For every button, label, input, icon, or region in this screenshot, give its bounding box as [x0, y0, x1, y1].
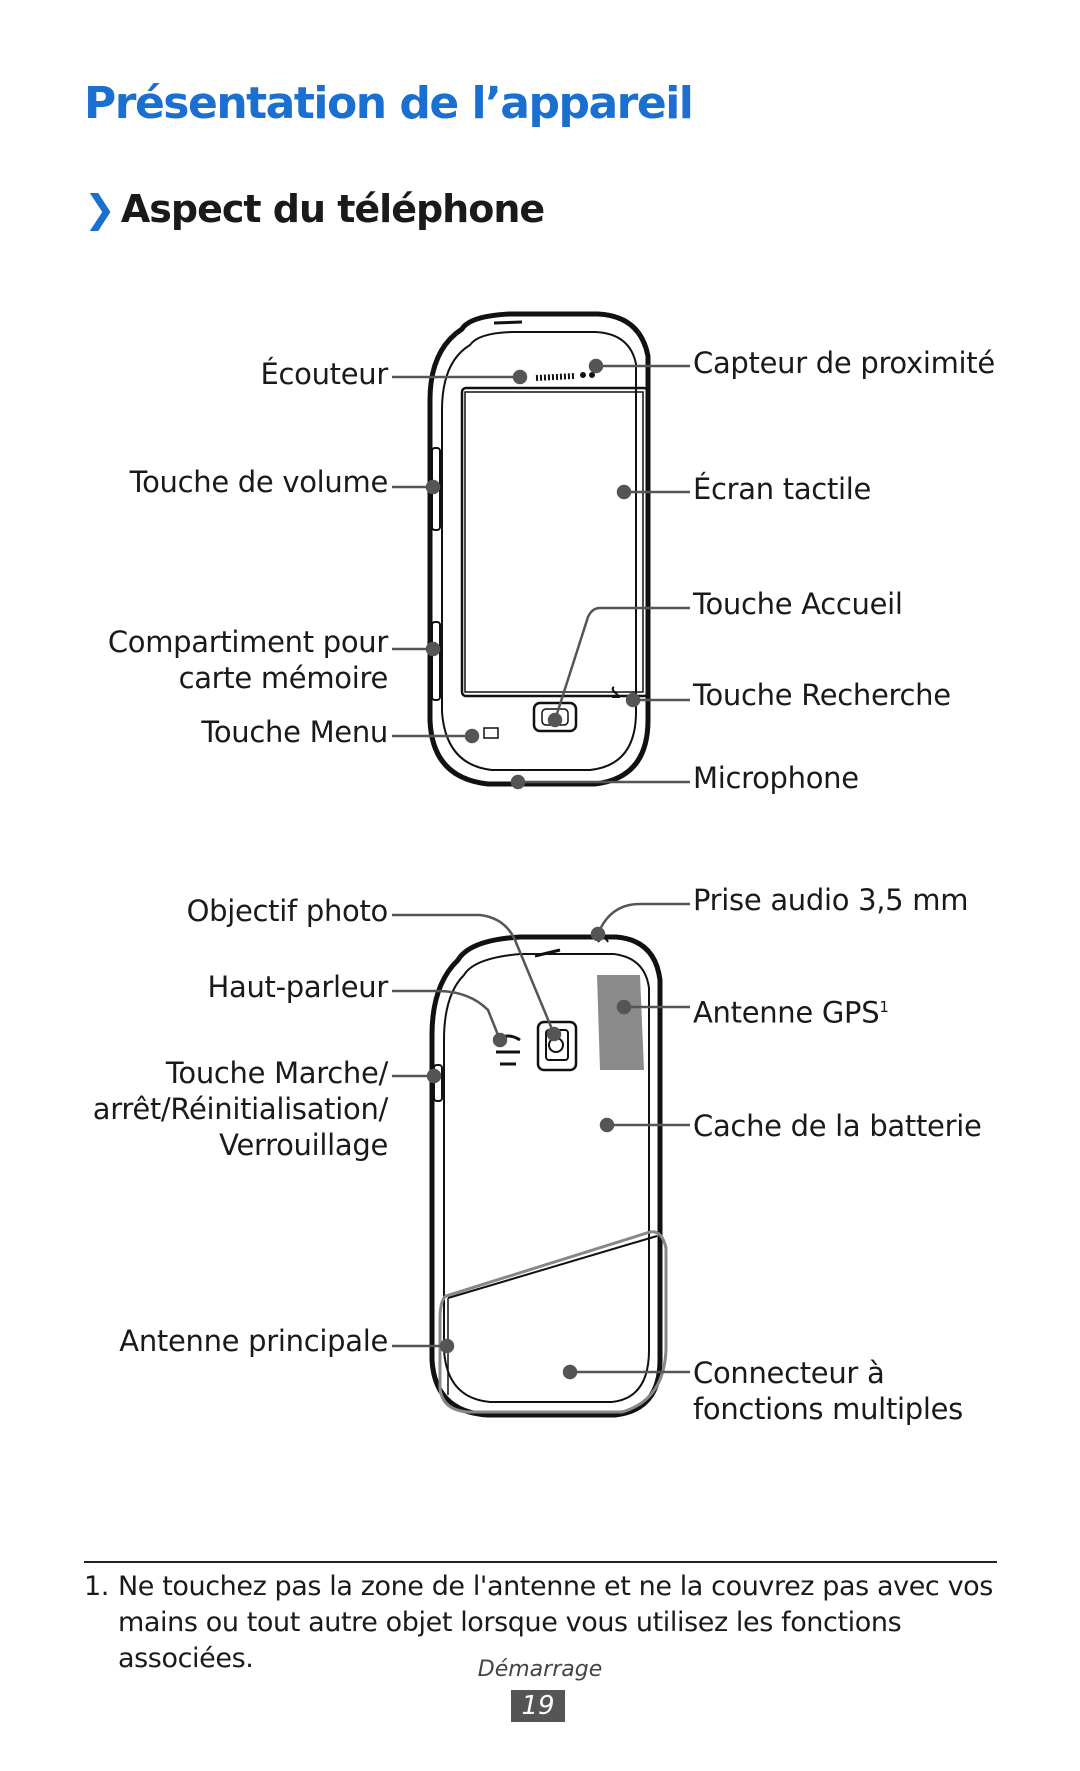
label-menu-key: Touche Menu	[201, 715, 388, 749]
label-earpiece: Écouteur	[260, 357, 388, 391]
label-power-line3: Verrouillage	[219, 1128, 388, 1162]
page-number: 19	[511, 1690, 565, 1722]
label-main-antenna: Antenne principale	[119, 1324, 388, 1358]
label-touch-screen: Écran tactile	[693, 472, 872, 506]
label-search-key: Touche Recherche	[693, 678, 951, 712]
label-gps-antenna: Antenne GPS1	[693, 989, 889, 1031]
label-power-line1: Touche Marche/	[165, 1056, 388, 1090]
page-title: Présentation de l’appareil	[84, 78, 694, 129]
chevron-right-icon: ❯	[84, 187, 116, 231]
footer-section-name: Démarrage	[477, 1657, 603, 1682]
footnote-ref: 1	[879, 998, 889, 1016]
label-memory-card-line1: Compartiment pour	[107, 625, 388, 659]
label-home-key: Touche Accueil	[693, 587, 903, 621]
main-antenna-area	[438, 1230, 668, 1414]
back-leader-lines	[392, 902, 690, 1380]
section-heading-text: Aspect du téléphone	[120, 187, 545, 231]
section-heading: ❯Aspect du téléphone	[84, 187, 545, 231]
footnote-divider	[84, 1561, 997, 1563]
label-power-line2: arrêt/Réinitialisation/	[92, 1092, 389, 1126]
label-memory-card-line2: carte mémoire	[178, 661, 389, 695]
label-microphone: Microphone	[693, 761, 859, 795]
label-camera-lens: Objectif photo	[186, 894, 389, 928]
gps-antenna-area	[597, 975, 644, 1070]
label-connector-line2: fonctions multiples	[693, 1392, 963, 1426]
label-audio-jack: Prise audio 3,5 mm	[693, 883, 969, 917]
phone-front-illustration	[427, 311, 651, 787]
label-speaker: Haut-parleur	[207, 970, 389, 1004]
label-connector-line1: Connecteur à	[693, 1356, 885, 1390]
label-gps-antenna-text: Antenne GPS	[693, 995, 880, 1030]
footnote-text: Ne touchez pas la zone de l'antenne et n…	[118, 1571, 993, 1674]
label-proximity-sensor: Capteur de proximité	[693, 346, 995, 380]
label-battery-cover: Cache de la batterie	[693, 1109, 982, 1143]
footnote-number: 1.	[84, 1571, 109, 1602]
label-volume-key: Touche de volume	[129, 465, 389, 499]
front-leader-lines	[392, 358, 690, 790]
